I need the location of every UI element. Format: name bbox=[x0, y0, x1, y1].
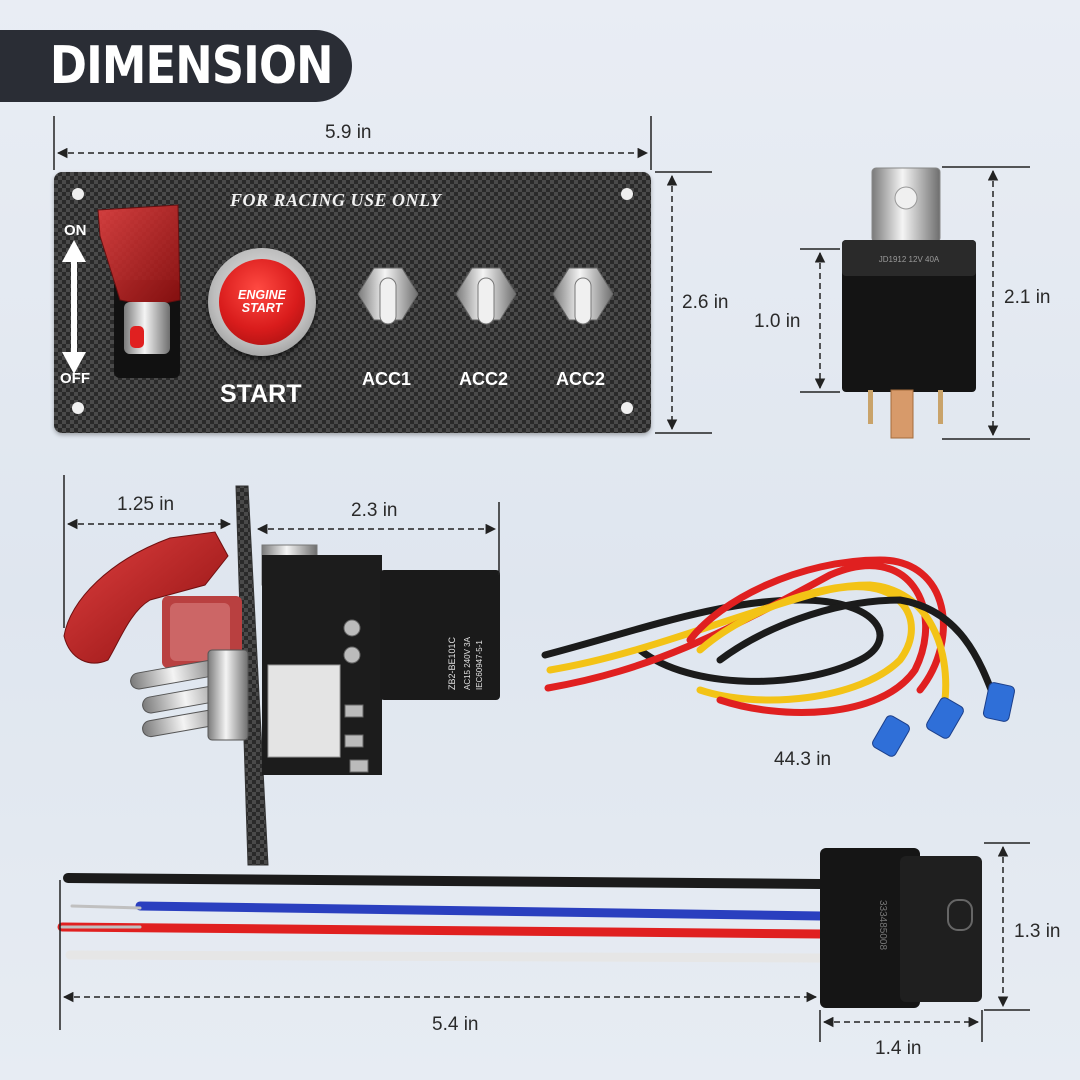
engine-line2: START bbox=[241, 301, 283, 315]
panel-width-dimension bbox=[53, 116, 652, 170]
acc2-label: ACC2 bbox=[459, 369, 509, 389]
switch-depth-label: 2.3 in bbox=[351, 500, 398, 521]
socket-wire-length-label: 5.4 in bbox=[432, 1014, 479, 1035]
toggle-depth-label: 1.25 in bbox=[117, 494, 175, 515]
switch-depth-dimension bbox=[256, 502, 500, 575]
toggle-depth-dimension bbox=[63, 475, 232, 628]
panel-height-dimension bbox=[655, 171, 712, 434]
svg-text:IEC60947-5-1: IEC60947-5-1 bbox=[475, 640, 484, 690]
title-banner: DIMENSION bbox=[0, 30, 352, 102]
panel-height-label: 2.6 in bbox=[682, 292, 729, 313]
svg-text:AC15 240V 3A: AC15 240V 3A bbox=[463, 636, 472, 690]
socket-wire-dimension bbox=[59, 880, 818, 1030]
harness-length-label: 44.3 in bbox=[774, 749, 832, 770]
start-label: START bbox=[220, 380, 302, 408]
page-title: DIMENSION bbox=[49, 36, 334, 96]
acc1-label: ACC1 bbox=[362, 369, 412, 389]
engine-line1: ENGINE bbox=[238, 288, 286, 302]
wire-harness bbox=[541, 556, 999, 716]
switch-panel bbox=[54, 172, 651, 433]
svg-text:JD1912 12V 40A: JD1912 12V 40A bbox=[879, 255, 940, 264]
relay-body-dimension bbox=[800, 248, 840, 393]
blue-terminals bbox=[872, 682, 1016, 757]
acc3-label: ACC2 bbox=[556, 369, 606, 389]
socket-width-dimension bbox=[819, 1010, 983, 1042]
socket-height-label: 1.3 in bbox=[1014, 921, 1061, 942]
relay-body-height-label: 1.0 in bbox=[754, 311, 801, 332]
side-view-assembly: ZB2-BE101C AC15 240V 3A IEC60947-5-1 bbox=[63, 485, 500, 866]
racing-banner: FOR RACING USE ONLY bbox=[230, 190, 442, 210]
on-label: ON bbox=[64, 222, 87, 239]
relay: JD1912 12V 40A bbox=[842, 167, 976, 439]
socket-width-label: 1.4 in bbox=[875, 1038, 922, 1059]
engine-start-button[interactable]: ENGINE START bbox=[208, 248, 316, 356]
relay-total-dimension bbox=[942, 166, 1030, 440]
off-label: OFF bbox=[60, 370, 90, 387]
socket-height-dimension bbox=[984, 842, 1030, 1011]
svg-text:ZB2-BE101C: ZB2-BE101C bbox=[447, 636, 457, 690]
panel-width-label: 5.9 in bbox=[325, 122, 372, 143]
relay-total-height-label: 2.1 in bbox=[1004, 287, 1051, 308]
engine-start-cap: ENGINE START bbox=[219, 259, 305, 345]
socket-pigtail: 333485008 bbox=[57, 848, 982, 1008]
svg-text:333485008: 333485008 bbox=[877, 900, 888, 950]
